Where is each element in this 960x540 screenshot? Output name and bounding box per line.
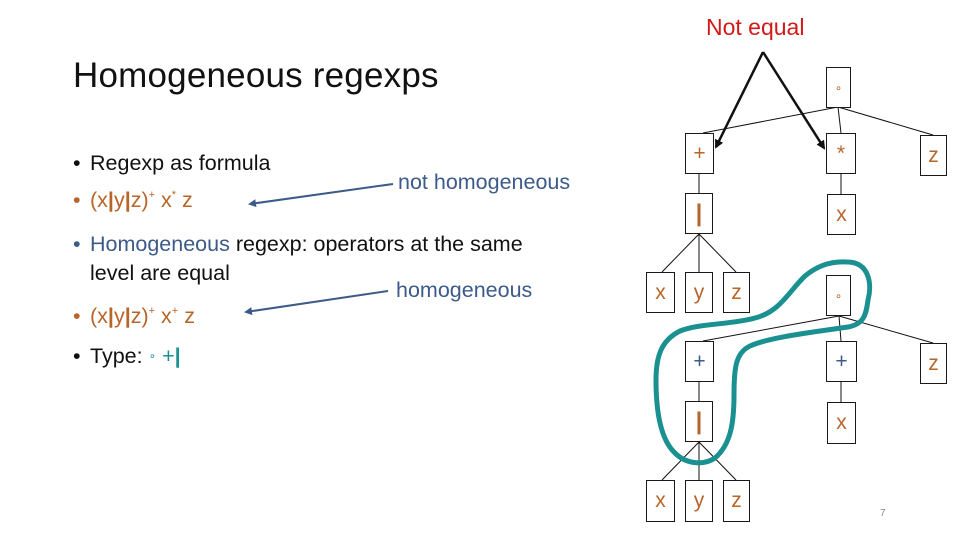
bullet-homogeneous-continuation: level are equal xyxy=(90,261,230,285)
tree-bottom-alternation: | xyxy=(685,401,713,442)
bullet-homogeneous-definition: •Homogeneous regexp: operators at the sa… xyxy=(73,232,523,256)
top-tree-edges xyxy=(661,106,934,273)
slide-title: Homogeneous regexps xyxy=(73,56,439,95)
arrow-not-equal-left xyxy=(714,51,765,149)
page-number: 7 xyxy=(880,508,886,519)
tree-bottom-plus-left: + xyxy=(685,341,714,382)
tree-bottom-leaf-y: y xyxy=(685,480,713,522)
bullet-type: •Type: ∘ +| xyxy=(73,344,181,368)
tree-bottom-root-compose: ∘ xyxy=(826,275,851,316)
tree-bottom-leaf-x: x xyxy=(646,480,675,522)
bullet-regexp-formula: •Regexp as formula xyxy=(73,151,271,175)
tree-top-leaf-z: z xyxy=(723,272,750,313)
tree-bottom-z: z xyxy=(920,343,947,384)
tree-top-leaf-x: x xyxy=(646,272,675,313)
tree-bottom-leaf-z: z xyxy=(723,480,750,522)
annotation-not-homogeneous: not homogeneous xyxy=(398,170,571,194)
tree-top-leaf-y: y xyxy=(685,272,713,313)
plus-symbol: + xyxy=(162,344,175,368)
tree-top-x-right: x xyxy=(827,194,856,235)
tree-top-plus: + xyxy=(685,133,714,174)
bullet-regex-homogeneous: •(x|y|z)+ x+ z xyxy=(73,304,195,328)
tree-top-z: z xyxy=(920,135,947,176)
tree-top-star: * xyxy=(826,133,856,174)
alternation-symbol: | xyxy=(174,344,181,368)
annotation-homogeneous: homogeneous xyxy=(396,278,533,302)
arrow-not-homogeneous xyxy=(248,183,394,208)
bullet-regex-not-homogeneous: •(x|y|z)+ x* z xyxy=(73,188,193,212)
tree-top-alternation: | xyxy=(685,193,713,234)
annotation-not-equal: Not equal xyxy=(706,14,805,40)
tree-bottom-x-right: x xyxy=(827,402,856,444)
arrow-homogeneous xyxy=(244,290,389,316)
compose-symbol: ∘ xyxy=(148,349,157,363)
arrow-not-equal-right xyxy=(761,51,826,150)
tree-bottom-plus-right: + xyxy=(826,341,857,382)
tree-top-root-compose: ∘ xyxy=(826,67,851,108)
